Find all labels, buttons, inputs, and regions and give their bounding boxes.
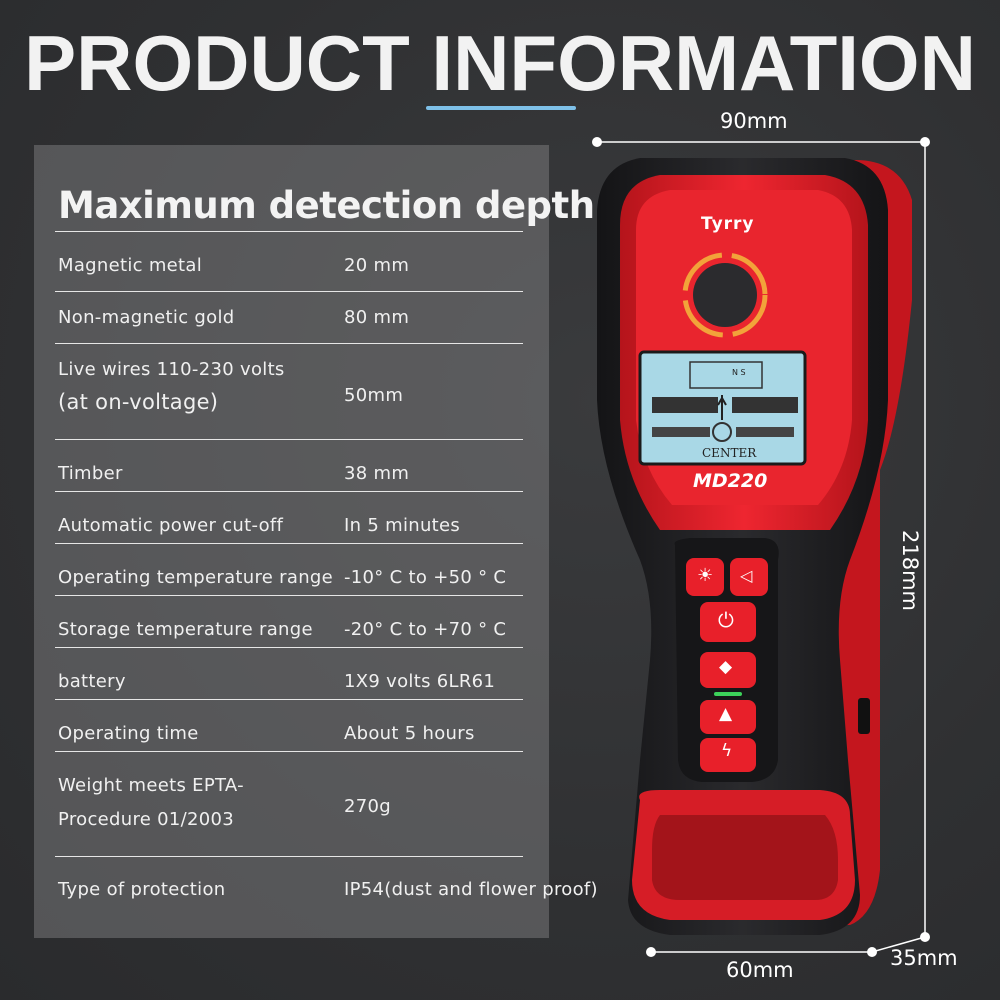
spec-label: Operating temperature range (58, 567, 334, 588)
mode-indicator-led (714, 692, 742, 696)
lcd-bar-left (652, 397, 718, 413)
dimension-depth: 35mm (890, 946, 958, 970)
spec-label: Magnetic metal (58, 255, 203, 276)
spec-label: Live wires 110-230 volts (58, 359, 285, 380)
spec-value: About 5 hours (344, 723, 475, 744)
dimension-dot (592, 137, 602, 147)
depth-line (871, 936, 926, 953)
dimension-width-top: 90mm (720, 109, 788, 133)
row-divider (55, 856, 523, 857)
spec-heading: Maximum detection depth (58, 184, 595, 227)
row-divider (55, 751, 523, 752)
side-button (858, 698, 870, 734)
spec-value: 1X9 volts 6LR61 (344, 671, 496, 692)
stud-mode-button (700, 700, 756, 734)
light-button (686, 558, 724, 596)
row-divider (55, 343, 523, 344)
model-label: MD220 (693, 470, 768, 492)
spec-label: Operating time (58, 723, 199, 744)
spec-label: Storage temperature range (58, 619, 313, 640)
spec-label: Type of protection (58, 879, 226, 900)
spec-value: 50mm (344, 385, 404, 406)
speaker-icon: ◁ (740, 566, 753, 585)
lcd-center-label: CENTER (702, 446, 757, 460)
row-divider (55, 699, 523, 700)
spec-label-line2: (at on-voltage) (58, 390, 219, 414)
power-icon: ⏻ (718, 608, 734, 632)
sensor-ring (682, 252, 768, 338)
spec-value: 80 mm (344, 307, 410, 328)
row-divider (55, 491, 523, 492)
lcd-bar-right (732, 397, 798, 413)
row-divider (55, 647, 523, 648)
row-divider (55, 439, 523, 440)
lcd-mode-box (689, 361, 763, 389)
spec-value: In 5 minutes (344, 515, 461, 536)
sensor-disc (693, 263, 757, 327)
ac-mode-button (700, 738, 756, 772)
spec-value: IP54(dust and flower proof) (344, 879, 598, 900)
brand-logo: Tyrry (701, 214, 755, 234)
lcd-ns-label: N S (732, 368, 746, 377)
spec-label: Timber (58, 463, 123, 484)
device-base-inner (652, 815, 838, 900)
metal-mode-button (700, 652, 756, 688)
spec-value: 38 mm (344, 463, 410, 484)
row-divider (55, 543, 523, 544)
spec-label: battery (58, 671, 126, 692)
power-button (700, 602, 756, 642)
row-divider (55, 595, 523, 596)
lcd-center-arrow (717, 395, 727, 420)
spec-value: 270g (344, 796, 391, 817)
spec-label: Automatic power cut-off (58, 515, 284, 536)
dimension-width-bottom: 60mm (726, 958, 794, 982)
spec-label: Weight meets EPTA- (58, 775, 244, 796)
lcd-center-circle (712, 422, 732, 442)
spec-value: -20° C to +70 ° C (344, 619, 507, 640)
spec-label-line2: Procedure 01/2003 (58, 809, 235, 830)
row-divider (55, 231, 523, 232)
spec-value: -10° C to +50 ° C (344, 567, 507, 588)
spec-panel (34, 145, 549, 938)
page-title: PRODUCT INFORMATION (24, 19, 976, 107)
light-icon: ☀ (697, 565, 714, 586)
voltage-icon: ϟ (721, 741, 733, 761)
spec-value: 20 mm (344, 255, 410, 276)
spec-label: Non-magnetic gold (58, 307, 235, 328)
stud-icon: ▲ (719, 704, 733, 724)
title-underline (426, 106, 576, 110)
lcd-chevrons-right (736, 427, 794, 437)
metal-icon: ◆ (719, 657, 733, 677)
sound-button (730, 558, 768, 596)
row-divider (55, 291, 523, 292)
lcd-chevrons-left (652, 427, 710, 437)
dimension-dot (646, 947, 656, 957)
